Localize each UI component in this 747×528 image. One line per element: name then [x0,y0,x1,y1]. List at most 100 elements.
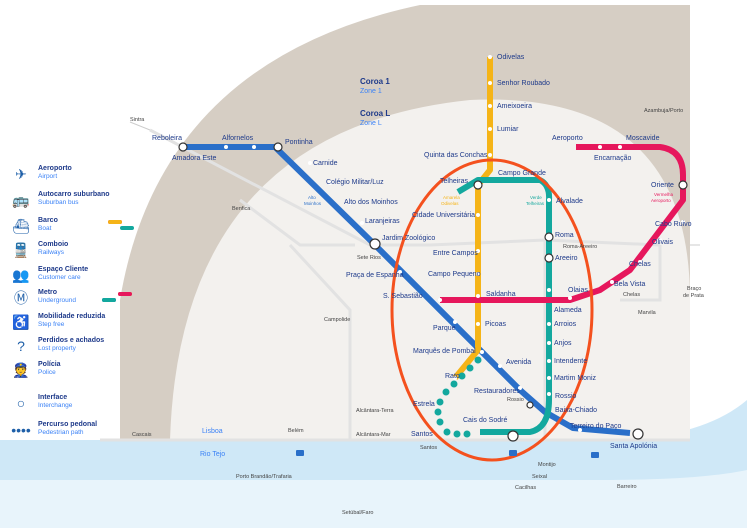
svg-text:Chelas: Chelas [629,261,651,268]
svg-text:de Prata: de Prata [683,293,705,299]
legend-label: Percurso pedonal [38,421,98,428]
svg-text:Sintra: Sintra [130,117,145,123]
svg-text:Praça de Espanha: Praça de Espanha [346,272,404,279]
svg-text:Jardim Zoológico: Jardim Zoológico [382,235,435,242]
svg-text:Alto dos Moinhos: Alto dos Moinhos [344,199,398,206]
legend-label-en: Step free [38,321,65,328]
svg-text:Lumiar: Lumiar [497,126,519,133]
svg-text:Verde: Verde [530,195,542,200]
legend-label-en: Airport [38,173,58,180]
svg-text:Roma-Areeiro: Roma-Areeiro [563,244,597,250]
svg-text:Baixa-Chiado: Baixa-Chiado [555,407,597,414]
svg-text:Marquês de Pombal: Marquês de Pombal [413,348,476,355]
svg-text:Quinta das Conchas: Quinta das Conchas [424,152,488,159]
legend-label: Interface [38,394,68,401]
svg-text:Olaias: Olaias [568,287,588,294]
svg-text:Odivelas: Odivelas [497,54,525,61]
customer-icon: 👥 [12,266,30,283]
svg-text:Picoas: Picoas [485,321,507,328]
blue-line [183,144,631,436]
rail-line-sintra [129,121,700,246]
svg-text:Bela Vista: Bela Vista [614,281,645,288]
svg-text:Aeroporto: Aeroporto [651,198,671,203]
station-dots [224,55,685,432]
svg-text:Belém: Belém [288,428,304,434]
interchange-icon: ○ [16,395,26,411]
red-line [440,144,686,303]
svg-text:Parque: Parque [433,325,456,332]
svg-text:Rossio: Rossio [507,397,524,403]
line-logos: Alto Moinhos Verde Telheiras Amarela Odi… [304,192,674,206]
svg-text:Azambuja/Porto: Azambuja/Porto [644,108,683,114]
highlight-ellipse [390,158,594,462]
line-color-swatch [120,226,134,230]
zone-1-label-en: Zone 1 [360,88,382,95]
svg-text:Setúbal/Faro: Setúbal/Faro [342,510,374,516]
svg-text:Martim Moniz: Martim Moniz [554,375,597,382]
legend-label: Mobilidade reduzida [38,313,106,320]
svg-text:Santa Apolónia: Santa Apolónia [610,443,657,450]
svg-text:Ameixoeira: Ameixoeira [497,103,532,110]
legend-label-en: Pedestrian path [38,429,84,436]
svg-text:Rossio: Rossio [555,393,577,400]
station-labels: Odivelas Senhor Roubado Ameixoeira Lumia… [130,54,705,516]
train-icon: 🚆 [12,241,30,258]
svg-text:Avenida: Avenida [506,359,531,366]
police-icon: 👮 [12,361,30,378]
svg-text:Laranjeiras: Laranjeiras [365,218,400,225]
svg-text:Estrela: Estrela [413,401,435,408]
svg-text:Santos: Santos [420,445,437,451]
svg-text:Intendente: Intendente [554,358,587,365]
svg-text:Moinhos: Moinhos [304,201,322,206]
svg-text:Santos: Santos [411,431,433,438]
svg-text:Pontinha: Pontinha [285,139,313,146]
svg-text:Alfornelos: Alfornelos [222,135,254,142]
svg-text:Seixal: Seixal [532,474,547,480]
svg-text:Rato: Rato [445,373,460,380]
svg-text:Telheiras: Telheiras [526,201,545,206]
interchange-stations [178,142,688,442]
svg-text:Alcântara-Mar: Alcântara-Mar [356,432,391,438]
svg-text:Terreiro do Paço: Terreiro do Paço [570,423,621,430]
svg-text:Amadora Este: Amadora Este [172,155,216,162]
legend-label: Espaço Cliente [38,266,89,273]
svg-text:Campolide: Campolide [324,317,350,323]
legend-label: Metro [38,289,58,296]
legend-label-en: Suburban bus [38,199,79,206]
legend-label-en: Interchange [38,402,73,409]
zone-l-area [170,99,690,440]
svg-text:Amarela: Amarela [443,195,460,200]
svg-text:Montijo: Montijo [538,462,556,468]
svg-text:Anjos: Anjos [554,340,572,347]
legend-label-en: Underground [38,297,76,304]
svg-text:Roma: Roma [555,232,574,239]
pedestrian-path-icon: •••• [11,422,31,438]
svg-text:Cais do Sodré: Cais do Sodré [463,417,507,424]
svg-text:Sete Rios: Sete Rios [357,255,381,261]
svg-text:Colégio Militar/Luz: Colégio Militar/Luz [326,179,384,186]
svg-text:Campo Grande: Campo Grande [498,170,546,177]
svg-text:Moscavide: Moscavide [626,135,660,142]
svg-text:Cidade Universitária: Cidade Universitária [412,212,475,219]
svg-text:Reboleira: Reboleira [152,135,182,142]
legend-label: Perdidos e achados [38,337,105,344]
svg-text:Cascais: Cascais [132,432,152,438]
line-color-swatch [118,292,132,296]
green-extension-dots [434,356,482,438]
svg-text:Marvila: Marvila [638,310,657,316]
line-color-swatch [102,298,116,302]
svg-text:Arroios: Arroios [554,321,577,328]
svg-text:Restauradores: Restauradores [474,388,520,395]
svg-text:Chelas: Chelas [623,292,640,298]
lost-property-icon: ? [17,338,25,354]
legend-label: Barco [38,217,58,224]
legend-label: Comboio [38,241,69,248]
svg-text:Lisboa: Lisboa [202,428,223,435]
bus-icon: 🚌 [12,191,30,208]
svg-text:Telheiras: Telheiras [440,178,469,185]
legend-label-en: Customer care [38,274,81,281]
